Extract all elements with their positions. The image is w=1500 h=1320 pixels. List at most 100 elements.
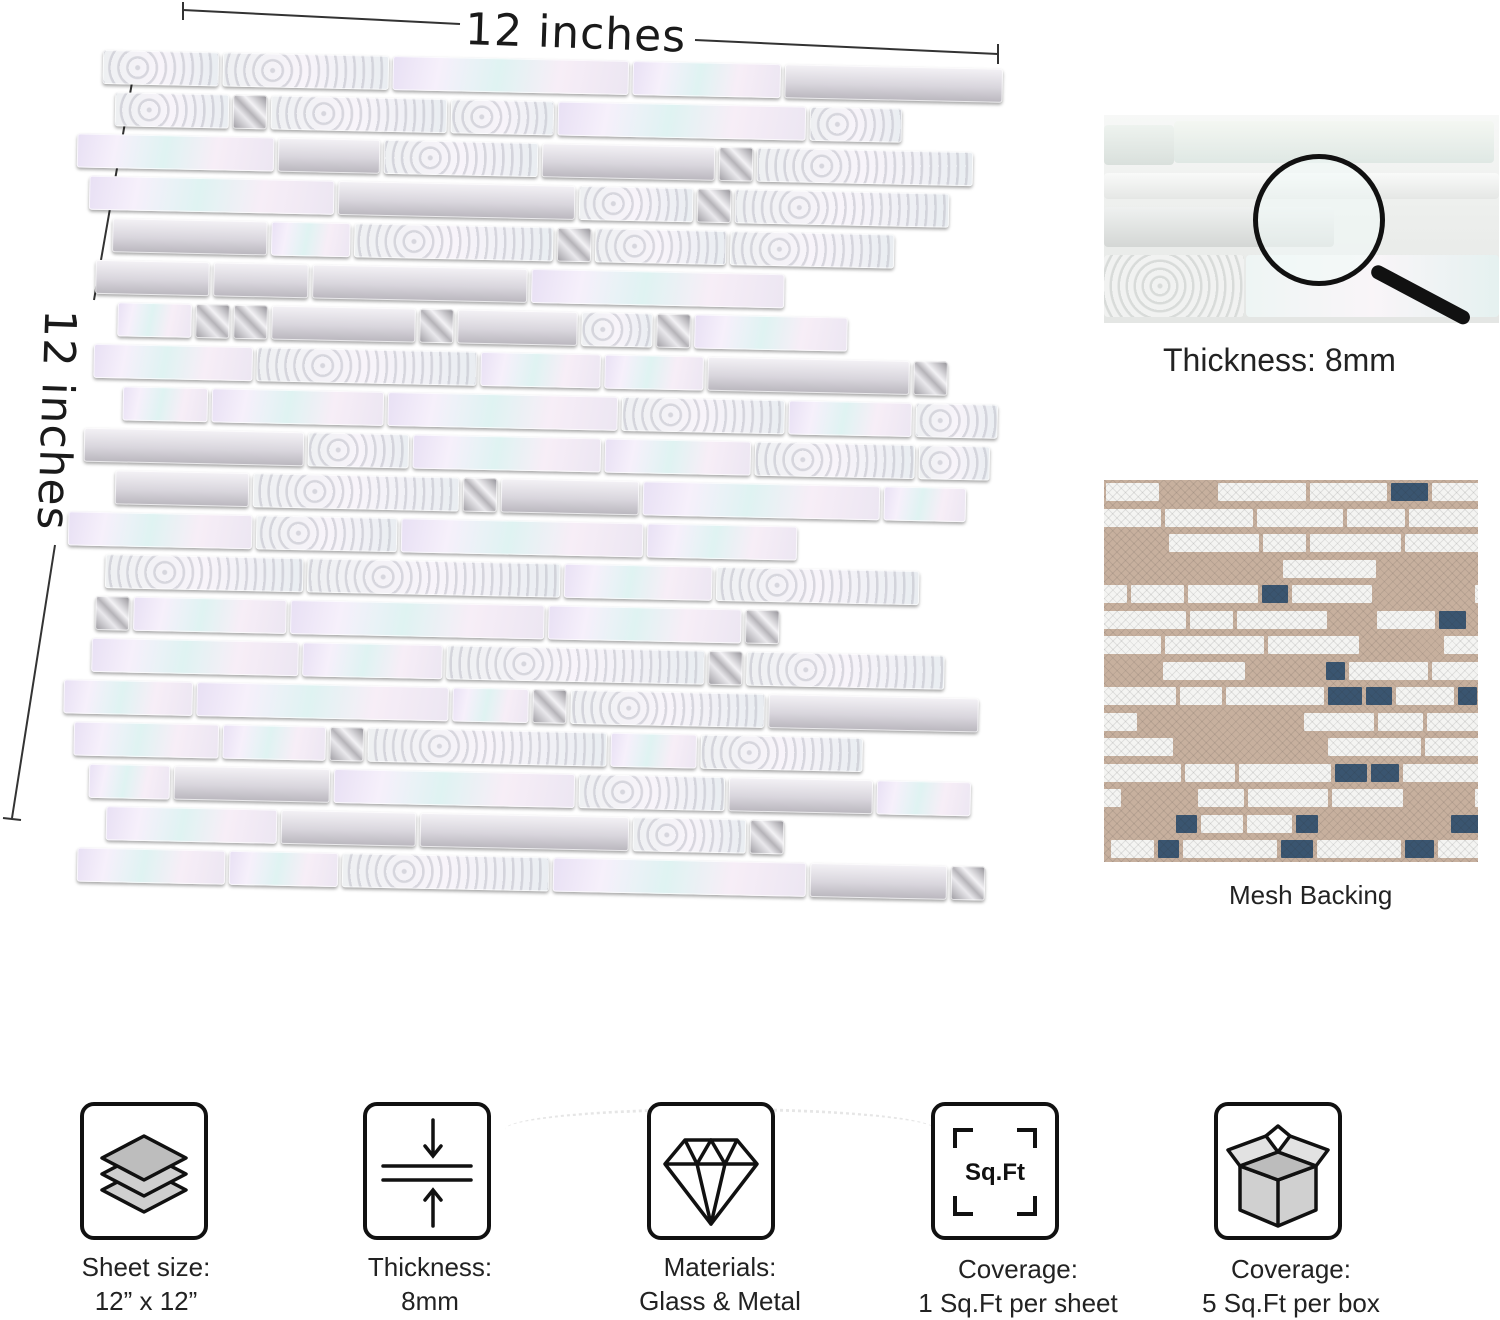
mosaic-tile — [883, 486, 967, 523]
mesh-tile — [1201, 814, 1243, 833]
mosaic-tile — [213, 262, 309, 299]
mosaic-tile — [656, 313, 691, 349]
mosaic-tile — [578, 185, 694, 223]
mesh-tile — [1249, 661, 1322, 680]
mosaic-tile — [700, 734, 863, 773]
mosaic-tile — [228, 850, 339, 888]
mesh-tile — [1188, 585, 1258, 603]
mosaic-tile — [337, 180, 576, 220]
thickness-caption: Thickness: 8mm — [1163, 342, 1396, 378]
mosaic-tile — [117, 302, 192, 338]
mosaic-tile — [552, 857, 807, 897]
mesh-tile — [1405, 534, 1478, 552]
mosaic-tile — [233, 304, 268, 340]
mosaic-tile — [715, 566, 920, 606]
mosaic-tile — [532, 689, 567, 724]
mesh-tile — [1185, 763, 1235, 782]
coverage-box-spec-box — [1214, 1102, 1342, 1240]
mosaic-tile — [749, 819, 785, 855]
mesh-tile — [1104, 687, 1176, 705]
mosaic-tile — [446, 645, 705, 685]
mesh-tile — [1165, 508, 1253, 527]
mosaic-tile — [621, 396, 786, 435]
mesh-tile — [1104, 789, 1121, 807]
mesh-row — [1104, 557, 1478, 583]
mosaic-tile — [500, 478, 640, 516]
mesh-row — [1104, 761, 1478, 787]
mesh-tile — [1322, 814, 1369, 833]
mesh-row — [1104, 582, 1478, 608]
mosaic-tile — [91, 637, 299, 677]
mesh-tile — [1328, 687, 1362, 705]
mesh-tile — [1292, 585, 1372, 603]
mosaic-tile — [367, 727, 608, 767]
mosaic-tile — [768, 694, 979, 733]
mesh-row — [1104, 506, 1478, 532]
mosaic-tile — [93, 343, 254, 382]
mesh-tile — [1125, 789, 1194, 807]
mesh-backing-image — [1104, 480, 1478, 862]
mesh-tile — [1396, 687, 1454, 705]
mesh-tile — [1425, 738, 1478, 756]
mesh-tile — [1169, 534, 1259, 552]
mesh-tile — [1257, 508, 1343, 527]
mosaic-tile — [728, 777, 874, 815]
sqft-icon-text: Sq.Ft — [965, 1159, 1025, 1186]
magnifier-icon — [1253, 154, 1385, 286]
mesh-tile — [1176, 814, 1197, 833]
mesh-tile — [1281, 840, 1313, 858]
mesh-tile — [1304, 712, 1374, 731]
mesh-tile — [1261, 738, 1324, 756]
mosaic-tile — [718, 146, 754, 182]
mosaic-tile — [76, 847, 226, 885]
mesh-tile — [1331, 610, 1373, 629]
mosaic-tile — [333, 768, 576, 808]
mesh-tile — [1180, 687, 1222, 705]
mesh-tile — [1104, 840, 1107, 858]
mesh-caption: Mesh Backing — [1229, 880, 1393, 910]
mesh-tile — [1335, 763, 1367, 782]
mosaic-tile — [111, 218, 268, 256]
mesh-tile — [1432, 661, 1478, 680]
mesh-tile — [1283, 559, 1376, 578]
mosaic-tile — [746, 651, 945, 690]
mesh-tile — [1268, 636, 1359, 654]
mesh-tile — [1378, 712, 1423, 731]
mosaic-tile — [387, 392, 619, 431]
sheet-size-spec-box — [80, 1102, 208, 1240]
mesh-tile — [1403, 763, 1478, 782]
mosaic-tile — [83, 427, 305, 467]
mesh-tile — [1310, 483, 1387, 501]
mosaic-tile — [809, 862, 948, 900]
mosaic-tile — [915, 403, 998, 439]
mosaic-tile — [557, 101, 807, 141]
mosaic-tile — [88, 763, 171, 800]
mosaic-tile — [450, 99, 555, 136]
mosaic-tile — [105, 806, 278, 844]
mesh-tile — [1328, 738, 1421, 756]
mosaic-tile — [918, 445, 991, 481]
mosaic-tile — [67, 511, 253, 550]
mosaic-tile — [270, 221, 351, 258]
mosaic-tile — [353, 223, 554, 262]
mesh-tile — [1376, 585, 1471, 603]
mosaic-tile — [73, 721, 220, 759]
mesh-tile — [1237, 610, 1327, 629]
mesh-tile — [1438, 840, 1478, 858]
mesh-tile — [1427, 712, 1478, 731]
mesh-row — [1104, 812, 1478, 838]
mosaic-tile — [604, 354, 704, 391]
sheet-size-value: 12” x 12” — [94, 1286, 198, 1316]
mesh-tile — [1104, 763, 1181, 782]
mesh-row — [1104, 480, 1478, 506]
mesh-row — [1104, 735, 1478, 761]
mosaic-tile — [270, 95, 448, 134]
mesh-tile — [1366, 687, 1392, 705]
mesh-tile — [1111, 840, 1154, 858]
mosaic-tile — [632, 817, 747, 854]
mosaic-tile — [196, 682, 449, 722]
mesh-row — [1104, 786, 1478, 812]
mosaic-tile — [563, 563, 713, 601]
mosaic-tile — [707, 356, 910, 395]
sqft-icon: Sq.Ft — [953, 1128, 1037, 1216]
